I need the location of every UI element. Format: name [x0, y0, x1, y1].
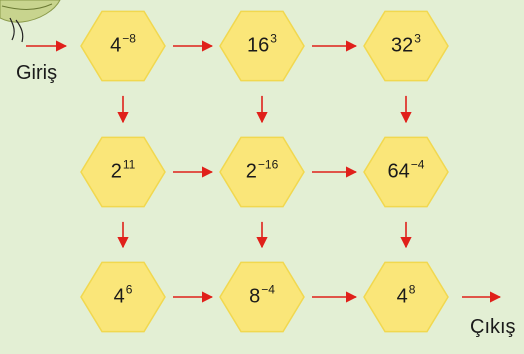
hexagon-r3c3 — [363, 261, 449, 333]
hexagon-value-r3c1: 46 — [113, 282, 133, 309]
power-base: 4 — [110, 34, 122, 57]
hexagon-r2c3 — [363, 136, 449, 208]
hexagon-value-r2c3: 64−4 — [387, 157, 425, 184]
hexagon-r3c1 — [80, 261, 166, 333]
power-base: 4 — [113, 285, 125, 308]
power-exponent: −4 — [261, 282, 275, 297]
power-exponent: 11 — [122, 157, 136, 172]
power-exponent: 3 — [270, 31, 277, 46]
hexagon-value-r1c2: 163 — [247, 31, 277, 58]
hexagon-r1c1 — [80, 10, 166, 82]
hexagon-value-r3c2: 8−4 — [249, 282, 275, 309]
hexagon-value-r3c3: 48 — [396, 282, 416, 309]
hexagon-value-r1c3: 323 — [391, 31, 421, 58]
power-exponent: −8 — [122, 31, 136, 46]
power-exponent: −16 — [257, 157, 279, 172]
power-base: 16 — [247, 34, 270, 57]
power-base: 2 — [245, 160, 257, 183]
power-exponent: 3 — [414, 31, 421, 46]
leaf-decoration-icon — [0, 0, 61, 43]
power-base: 64 — [387, 160, 410, 183]
power-base: 4 — [396, 285, 408, 308]
hexagon-value-r2c1: 211 — [110, 157, 136, 184]
hexagon-r2c2 — [219, 136, 305, 208]
hexagon-r1c2 — [219, 10, 305, 82]
power-base: 8 — [249, 285, 261, 308]
power-exponent: 8 — [408, 282, 416, 297]
hexagon-r1c3 — [363, 10, 449, 82]
entry-label: Giriş — [16, 62, 58, 84]
power-exponent: −4 — [410, 157, 425, 172]
exit-label: Çıkış — [470, 316, 516, 338]
hexagon-value-r2c2: 2−16 — [245, 157, 279, 184]
hexagon-r2c1 — [80, 136, 166, 208]
power-base: 32 — [391, 34, 414, 57]
hexagon-value-r1c1: 4−8 — [110, 31, 136, 58]
hexagon-r3c2 — [219, 261, 305, 333]
power-base: 2 — [110, 160, 122, 183]
power-exponent: 6 — [125, 282, 133, 297]
